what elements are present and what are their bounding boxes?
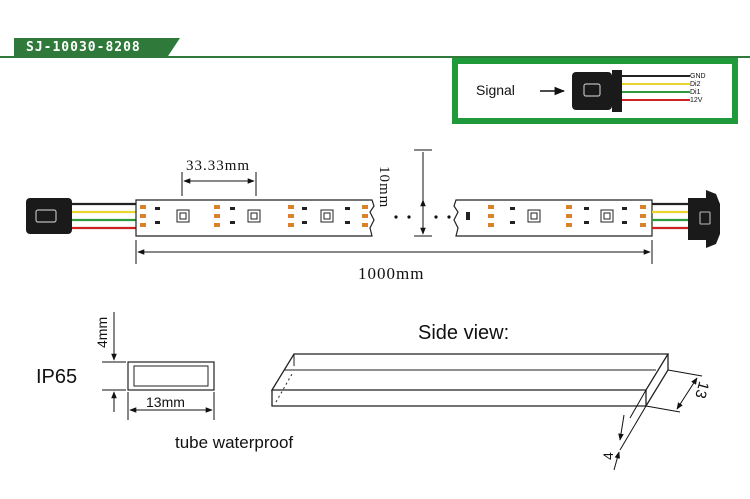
signal-connector-icon xyxy=(572,72,612,110)
length-dimension-label: 1000mm xyxy=(358,264,425,283)
pitch-dimension-label: 33.33mm xyxy=(186,158,251,174)
length-dimension xyxy=(135,240,653,264)
cross-section-width-label: 13mm xyxy=(146,394,185,410)
signal-label: Signal xyxy=(476,82,515,98)
strip-section-left xyxy=(135,199,375,237)
header-rule xyxy=(0,56,750,58)
wire-label-di2: Di2 xyxy=(690,81,701,88)
right-connector xyxy=(652,190,720,248)
width-dimension xyxy=(414,149,432,237)
signal-connector-diagram xyxy=(540,70,690,112)
side-view-title: Side view: xyxy=(418,322,510,344)
wire-label-gnd: GND xyxy=(690,73,706,80)
wire-label-di1: Di1 xyxy=(690,89,701,96)
left-connector-icon xyxy=(26,198,72,234)
ip-rating-label: IP65 xyxy=(36,366,78,388)
cross-section-drawing xyxy=(102,312,215,420)
side-view-dimensions xyxy=(613,369,703,471)
left-connector xyxy=(26,198,136,234)
wire-label-12v: 12V xyxy=(690,97,703,104)
strip-section-right xyxy=(453,199,653,237)
side-view-drawing xyxy=(270,353,670,407)
cross-section-height-label: 4mm xyxy=(94,316,110,348)
pitch-dimension xyxy=(181,172,257,196)
tube-waterproof-caption: tube waterproof xyxy=(175,433,294,452)
side-view-height-label: 4 xyxy=(600,452,616,460)
model-tag-background xyxy=(14,38,180,58)
model-number: SJ-10030-8208 xyxy=(26,40,141,55)
signal-inset-frame xyxy=(452,58,738,124)
strip-break-dots xyxy=(394,215,451,219)
width-dimension-label: 10mm xyxy=(376,166,392,209)
right-connector-icon xyxy=(688,190,720,248)
